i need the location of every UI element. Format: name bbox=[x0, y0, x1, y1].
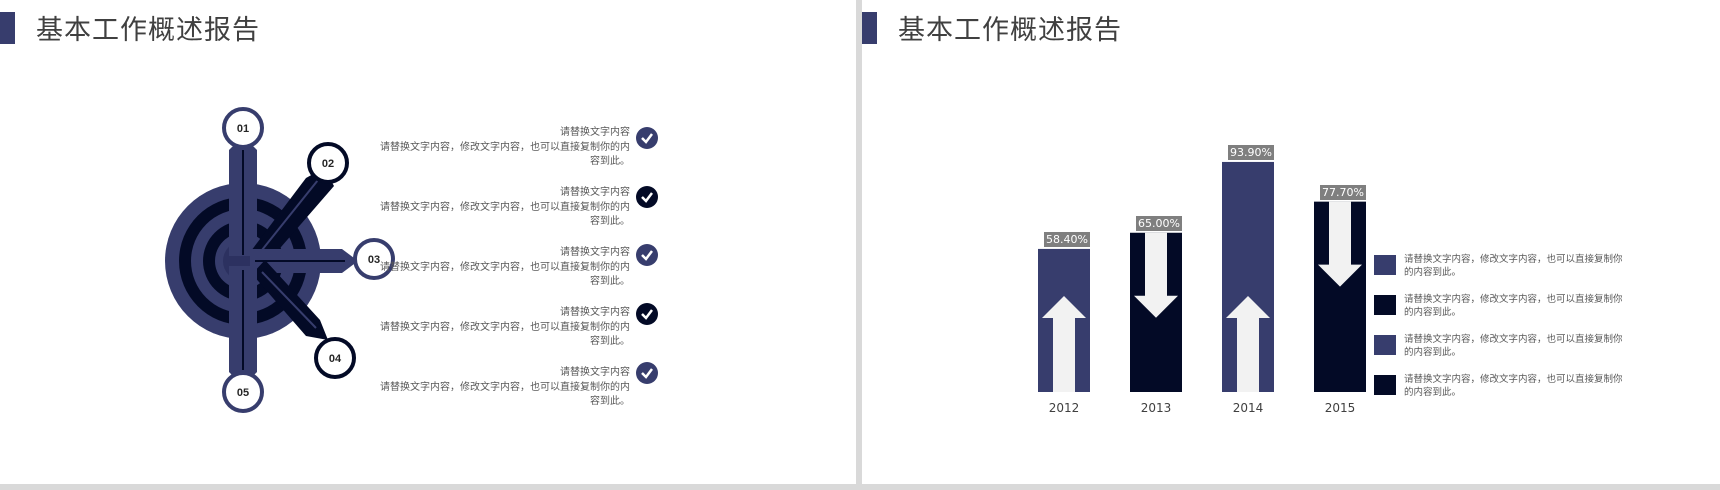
item-body: 请替换文字内容，修改文字内容，也可以直接复制你的内容到此。 bbox=[380, 261, 630, 288]
arrow-up-icon bbox=[1226, 296, 1270, 392]
bar-value-label: 93.90% bbox=[1228, 144, 1274, 160]
item-heading: 请替换文字内容 bbox=[560, 187, 630, 198]
item-heading: 请替换文字内容 bbox=[560, 247, 630, 258]
list-item: 请替换文字内容 请替换文字内容，修改文字内容，也可以直接复制你的内容到此。 bbox=[380, 366, 630, 410]
x-tick-label: 2014 bbox=[1232, 401, 1264, 415]
marker-02-label: 02 bbox=[322, 158, 334, 170]
marker-03-label: 03 bbox=[368, 254, 380, 266]
legend-swatch bbox=[1374, 375, 1396, 395]
legend-text: 请替换文字内容，修改文字内容，也可以直接复制你的内容到此。 bbox=[1404, 294, 1623, 318]
legend-swatch bbox=[1374, 295, 1396, 315]
item-body: 请替换文字内容，修改文字内容，也可以直接复制你的内容到此。 bbox=[380, 141, 630, 168]
x-tick-label: 2015 bbox=[1324, 401, 1356, 415]
slide-title: 基本工作概述报告 bbox=[36, 15, 260, 46]
item-body: 请替换文字内容，修改文字内容，也可以直接复制你的内容到此。 bbox=[380, 381, 630, 408]
bar-chart bbox=[1038, 161, 1366, 392]
marker-04-circle bbox=[314, 337, 356, 379]
legend-swatch bbox=[1374, 335, 1396, 355]
list-item: 请替换文字内容 请替换文字内容，修改文字内容，也可以直接复制你的内容到此。 bbox=[380, 126, 630, 170]
legend-swatch bbox=[1374, 255, 1396, 275]
marker-04-label: 04 bbox=[329, 353, 342, 365]
check-icon bbox=[636, 362, 658, 384]
item-heading: 请替换文字内容 bbox=[560, 367, 630, 378]
marker-05-label: 05 bbox=[237, 387, 249, 399]
arrow-down-icon bbox=[1318, 201, 1362, 287]
arrow-down-icon bbox=[1134, 232, 1178, 318]
bar-value-label: 65.00% bbox=[1136, 215, 1182, 231]
check-icon bbox=[636, 186, 658, 208]
marker-01-label: 01 bbox=[237, 123, 249, 135]
marker-01-circle bbox=[222, 107, 264, 149]
marker-05-circle bbox=[222, 371, 264, 413]
item-body: 请替换文字内容，修改文字内容，也可以直接复制你的内容到此。 bbox=[380, 321, 630, 348]
arrow-up-icon bbox=[1042, 296, 1086, 392]
item-body: 请替换文字内容，修改文字内容，也可以直接复制你的内容到此。 bbox=[380, 201, 630, 228]
check-icon bbox=[636, 244, 658, 266]
slide-title: 基本工作概述报告 bbox=[898, 15, 1122, 46]
x-tick-label: 2013 bbox=[1140, 401, 1172, 415]
list-item: 请替换文字内容 请替换文字内容，修改文字内容，也可以直接复制你的内容到此。 bbox=[380, 186, 630, 230]
legend-text: 请替换文字内容，修改文字内容，也可以直接复制你的内容到此。 bbox=[1404, 374, 1623, 398]
check-icon bbox=[636, 303, 658, 325]
process-diagram: 01 02 03 04 05 bbox=[165, 107, 395, 413]
marker-03-circle bbox=[353, 238, 395, 280]
list-item: 请替换文字内容 请替换文字内容，修改文字内容，也可以直接复制你的内容到此。 bbox=[380, 306, 630, 350]
bar-value-label: 58.40% bbox=[1044, 231, 1090, 247]
title-accent-bar bbox=[0, 12, 15, 44]
slide-right: 基本工作概述报告 58.40% 2012 65.00% 2013 93.90% 2014 7… bbox=[862, 0, 1720, 484]
legend-text: 请替换文字内容，修改文字内容，也可以直接复制你的内容到此。 bbox=[1404, 254, 1623, 278]
title-accent-bar bbox=[862, 12, 877, 44]
x-tick-label: 2012 bbox=[1048, 401, 1080, 415]
item-heading: 请替换文字内容 bbox=[560, 127, 630, 138]
slide-left: 基本工作概述报告 01 02 03 04 05 请替换文字内容 bbox=[0, 0, 856, 484]
item-heading: 请替换文字内容 bbox=[560, 307, 630, 318]
bar-value-label: 77.70% bbox=[1320, 184, 1366, 200]
marker-02-circle bbox=[307, 142, 349, 184]
list-item: 请替换文字内容 请替换文字内容，修改文字内容，也可以直接复制你的内容到此。 bbox=[380, 246, 630, 290]
legend-text: 请替换文字内容，修改文字内容，也可以直接复制你的内容到此。 bbox=[1404, 334, 1623, 358]
check-icon bbox=[636, 127, 658, 149]
